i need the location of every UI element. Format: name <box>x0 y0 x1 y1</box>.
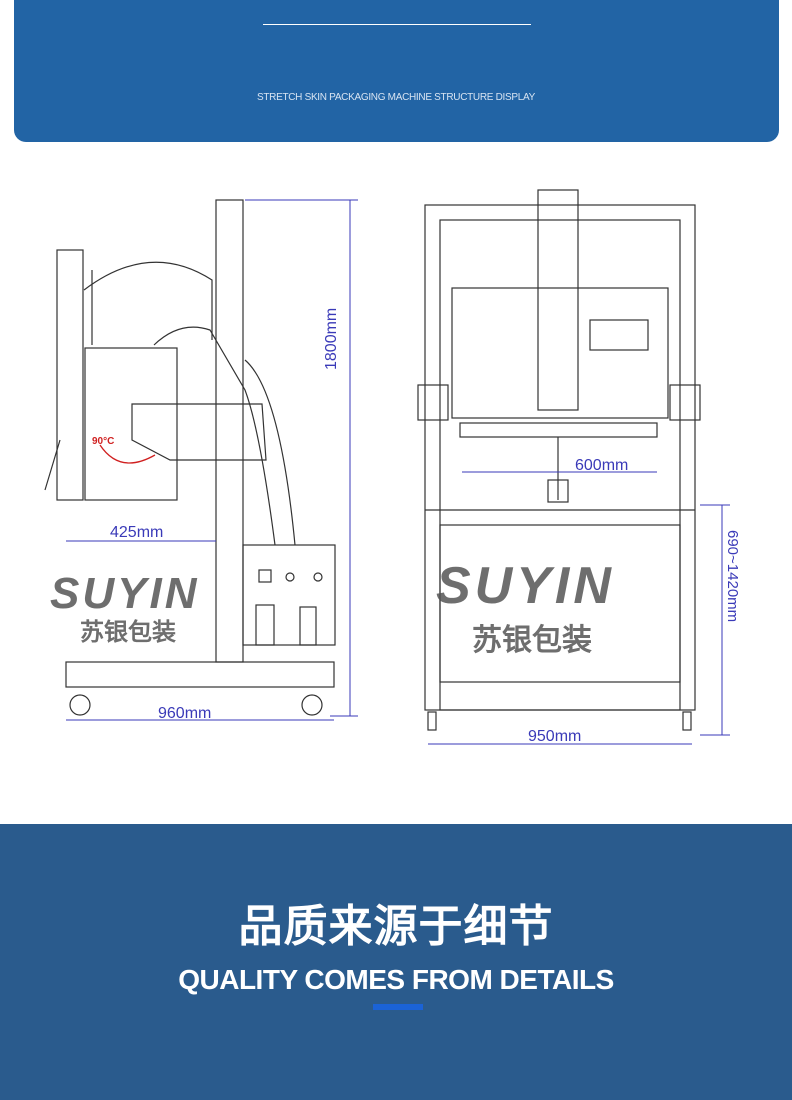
quality-title-cn: 品质来源于细节 <box>238 901 554 952</box>
inner-width-dimension: 600mm <box>575 457 628 474</box>
watermark-logo-en: SUYIN <box>50 569 199 618</box>
quality-title-en: QUALITY COMES FROM DETAILS <box>178 964 614 995</box>
height-dimension: 1800mm <box>323 308 340 370</box>
accent-bar <box>373 1004 423 1010</box>
height-range-dimension: 690~1420mm <box>724 530 741 622</box>
watermark-logo-en-front: SUYIN <box>436 557 615 615</box>
header-banner <box>14 0 779 142</box>
machine-structure-drawing: 90°C 1800mm 425mm 960mm 600mm 690~1420mm… <box>44 189 741 745</box>
header-subtitle: STRETCH SKIN PACKAGING MACHINE STRUCTURE… <box>256 92 536 103</box>
side-width-dimension: 960mm <box>158 705 211 722</box>
quality-section: 品质来源于细节 QUALITY COMES FROM DETAILS <box>0 824 792 1100</box>
front-dimensions <box>428 471 730 745</box>
watermark-logo-cn: 苏银包装 <box>80 618 176 646</box>
angle-label: 90°C <box>92 436 114 447</box>
angle-arc <box>99 444 156 464</box>
depth-dimension: 425mm <box>110 524 163 541</box>
side-dimensions <box>66 199 358 721</box>
front-view <box>417 189 701 731</box>
side-view <box>44 199 336 716</box>
watermark-logo-cn-front: 苏银包装 <box>472 623 592 657</box>
header-divider <box>263 24 531 25</box>
front-width-dimension: 950mm <box>528 728 581 745</box>
